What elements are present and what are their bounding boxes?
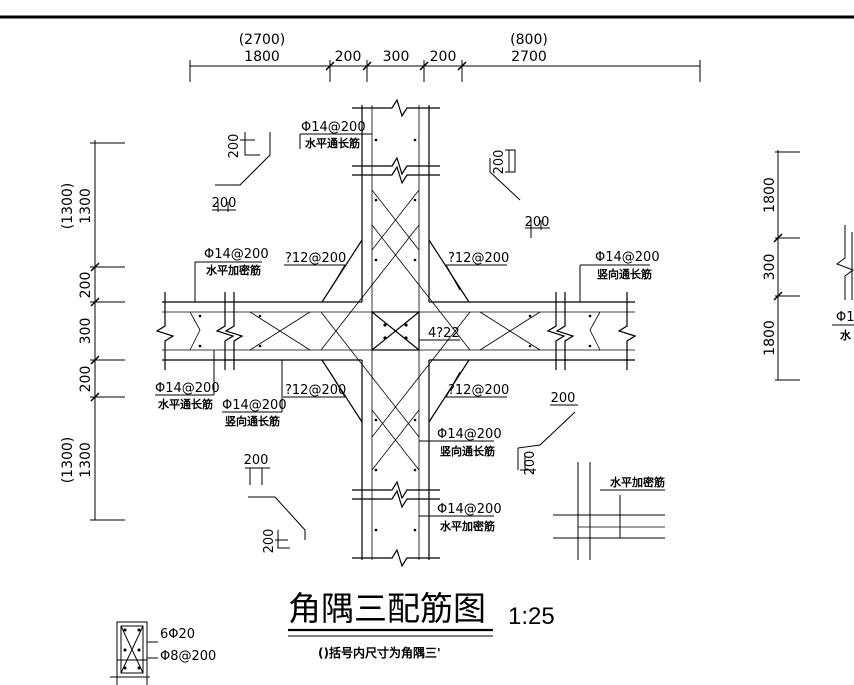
legend-bars: 6Φ20 bbox=[160, 627, 195, 642]
label-right-rebar: Φ14@200 bbox=[595, 250, 660, 265]
top-dim-seg4: 200 bbox=[430, 49, 457, 65]
top-dim-seg3: 300 bbox=[383, 49, 410, 65]
label-br2: Φ14@200 bbox=[437, 502, 502, 517]
top-dim-seg5: 2700 bbox=[511, 49, 547, 65]
label-hook-tr2: 200 bbox=[525, 215, 550, 230]
left-dim-c: 200 bbox=[78, 366, 94, 393]
label-hook-bl2: 200 bbox=[262, 529, 277, 554]
label-bl2: Φ14@200 bbox=[222, 398, 287, 413]
rebar-dots bbox=[198, 138, 592, 532]
top-dim-paren-left: (2700) bbox=[239, 32, 286, 48]
label-center: 4?22 bbox=[428, 326, 460, 341]
label-diag-bl: ?12@200 bbox=[285, 383, 346, 398]
label-right-rebar-note: 竖向通长筋 bbox=[597, 267, 652, 281]
right-dim-c: 1800 bbox=[762, 320, 778, 356]
drawing-scale: 1:25 bbox=[508, 603, 555, 630]
top-dim-paren-right: (800) bbox=[510, 32, 548, 48]
title-note: ()括号内尺寸为角隅三' bbox=[318, 645, 441, 660]
left-dimension-chain bbox=[90, 140, 125, 521]
right-cut-code: Φ1 bbox=[836, 310, 854, 325]
label-hook-tr: 200 bbox=[492, 150, 507, 175]
right-dim-b: 300 bbox=[762, 254, 778, 281]
hook-details bbox=[212, 132, 578, 549]
right-dimension-chain bbox=[773, 150, 854, 381]
label-diag-tr: ?12@200 bbox=[448, 251, 509, 266]
label-bl1-note: 水平通长筋 bbox=[158, 397, 213, 411]
label-br1-note: 竖向通长筋 bbox=[440, 444, 495, 458]
left-dim-bottom-paren: (1300) bbox=[60, 437, 76, 484]
left-dim-top-paren: (1300) bbox=[60, 183, 76, 230]
leader-lines bbox=[155, 133, 650, 517]
left-dim-a: 200 bbox=[78, 272, 94, 299]
drawing-title: 角隅三配筋图 bbox=[288, 589, 486, 628]
top-dim-seg2: 200 bbox=[335, 49, 362, 65]
column-legend-dots bbox=[123, 628, 141, 670]
label-hook-tl2: 200 bbox=[212, 196, 237, 211]
label-bl1: Φ14@200 bbox=[155, 381, 220, 396]
label-hook-bl: 200 bbox=[244, 453, 269, 468]
label-top-rebar-note: 水平通长筋 bbox=[305, 136, 360, 150]
left-dim-top: 1300 bbox=[78, 188, 94, 224]
top-dimension-chain bbox=[189, 60, 701, 82]
detail-note: 水平加密筋 bbox=[610, 475, 665, 489]
label-left-rebar-note: 水平加密筋 bbox=[206, 263, 261, 277]
label-left-rebar: Φ14@200 bbox=[204, 247, 269, 262]
column-section-icon bbox=[110, 621, 150, 685]
label-hook-br2: 200 bbox=[523, 451, 538, 476]
label-hook-br: 200 bbox=[551, 391, 576, 406]
top-dim-seg1: 1800 bbox=[244, 49, 280, 65]
right-dim-a: 1800 bbox=[762, 177, 778, 213]
label-bl2-note: 竖向通长筋 bbox=[225, 414, 280, 428]
detail-junction bbox=[553, 462, 665, 560]
left-dim-b: 300 bbox=[78, 318, 94, 345]
label-diag-br: ?12@200 bbox=[448, 383, 509, 398]
label-top-rebar: Φ14@200 bbox=[301, 120, 366, 135]
label-br1: Φ14@200 bbox=[437, 427, 502, 442]
right-cut-note: 水 bbox=[840, 328, 852, 342]
left-dim-bottom: 1300 bbox=[78, 442, 94, 478]
label-diag-tl: ?12@200 bbox=[285, 251, 346, 266]
legend-stirrup: Φ8@200 bbox=[160, 649, 216, 664]
label-br2-note: 水平加密筋 bbox=[440, 519, 495, 533]
label-hook-tl: 200 bbox=[227, 134, 242, 159]
cross-structure bbox=[155, 98, 637, 568]
